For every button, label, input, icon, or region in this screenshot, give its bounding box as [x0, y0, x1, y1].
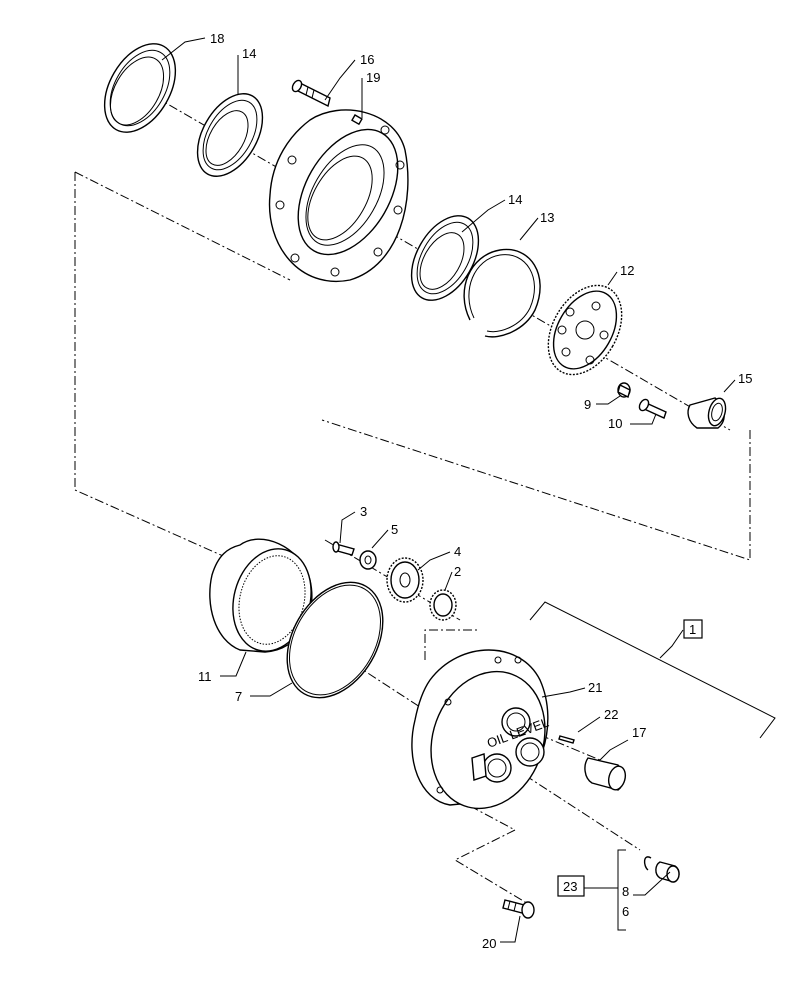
- assembly-centerlines: [74, 87, 751, 906]
- callout-4: 4: [454, 544, 461, 559]
- assembly-bracket-1: [529, 601, 776, 739]
- part-7-o-ring[interactable]: [268, 565, 403, 714]
- part-15-plug[interactable]: [687, 396, 728, 429]
- part-4-planet-gear[interactable]: [386, 557, 424, 603]
- callout-12: 12: [620, 263, 634, 278]
- callout-17: 17: [632, 725, 646, 740]
- callout-14-lower: 14: [508, 192, 522, 207]
- part-5-washer[interactable]: [359, 550, 377, 570]
- callout-15: 15: [738, 371, 752, 386]
- kit-bracket-23: [584, 849, 626, 931]
- part-20-bolt[interactable]: [502, 899, 535, 919]
- callout-1: 1: [689, 622, 696, 637]
- part-10-bolt[interactable]: [638, 398, 667, 419]
- part-6-plug[interactable]: [655, 861, 680, 883]
- callout-10: 10: [608, 416, 622, 431]
- part-14-bearing-upper[interactable]: [184, 83, 276, 188]
- callout-6: 6: [622, 904, 629, 919]
- callout-1-box: [683, 619, 703, 639]
- part-19-hub-housing[interactable]: [268, 109, 419, 283]
- callout-16: 16: [360, 52, 374, 67]
- callout-20: 20: [482, 936, 496, 951]
- part-9-spacer[interactable]: [617, 382, 631, 399]
- part-14-bearing-lower[interactable]: [398, 204, 492, 312]
- part-16-stud-bolt[interactable]: [291, 79, 331, 108]
- callout-3: 3: [360, 504, 367, 519]
- callout-18: 18: [210, 31, 224, 46]
- part-21-planet-carrier[interactable]: OIL LEVEL: [411, 649, 564, 825]
- callout-11: 11: [198, 669, 212, 684]
- callout-14-upper: 14: [242, 46, 256, 61]
- leader-lines: [161, 37, 736, 943]
- callout-labels: 18 14 16 19 14 13 12 15 9 10 3 5 4 2 11 …: [198, 31, 752, 951]
- part-13-snap-ring[interactable]: [463, 248, 541, 338]
- callout-2: 2: [454, 564, 461, 579]
- callout-23-box: [557, 875, 585, 897]
- part-2-gear[interactable]: [429, 589, 457, 621]
- callout-22: 22: [604, 707, 618, 722]
- part-8-retaining-ring[interactable]: [643, 856, 652, 871]
- part-22-pin[interactable]: [558, 735, 575, 744]
- part-18-seal[interactable]: [90, 31, 190, 144]
- part-17-shaft[interactable]: [584, 757, 628, 792]
- part-3-screw[interactable]: [332, 541, 355, 556]
- part-11-ring-gear[interactable]: [209, 538, 322, 660]
- callout-8: 8: [622, 884, 629, 899]
- callout-13: 13: [540, 210, 554, 225]
- callout-7: 7: [235, 689, 242, 704]
- callout-19: 19: [366, 70, 380, 85]
- callout-5: 5: [391, 522, 398, 537]
- callout-9: 9: [584, 397, 591, 412]
- callout-21: 21: [588, 680, 602, 695]
- callout-23: 23: [563, 879, 577, 894]
- part-12-gear[interactable]: [533, 272, 636, 387]
